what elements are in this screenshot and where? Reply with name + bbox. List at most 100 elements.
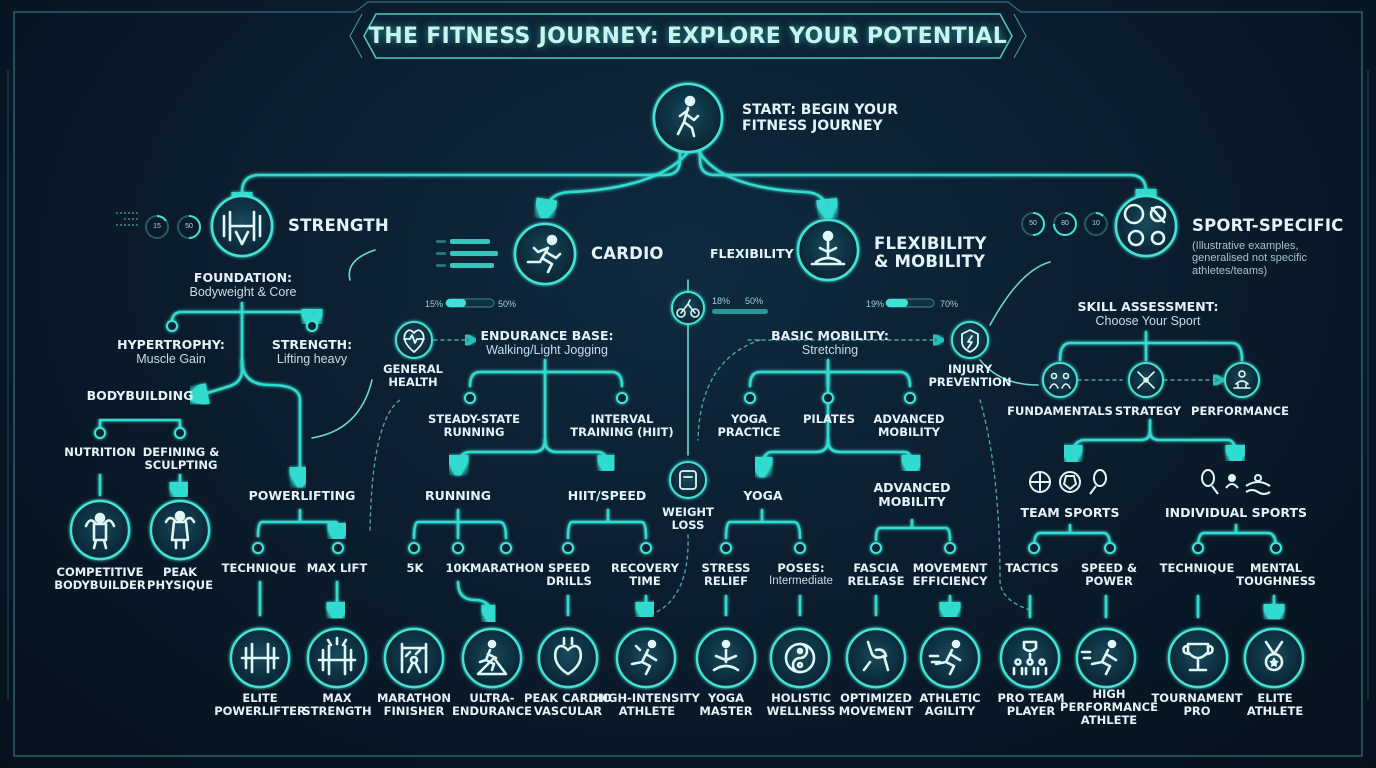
hi-athlete-node: [615, 627, 677, 689]
sports-balls-icon: [1123, 203, 1167, 247]
trophy-podium-icon: [1233, 370, 1251, 389]
lifting-label: STRENGTH:Lifting heavy: [271, 337, 353, 367]
walking-person-icon: [676, 95, 700, 138]
start-node: [652, 82, 724, 154]
ultra-node: [461, 627, 523, 689]
anatomical-heart-icon: [553, 636, 583, 676]
peak-cardio-node: [537, 627, 599, 689]
high-perf-node: [1075, 627, 1137, 689]
hiit-label: HIIT/SPEED: [567, 488, 647, 503]
bodybuilder-icon: [84, 512, 116, 550]
strength-rings: [116, 212, 201, 239]
flexibility-title: FLEXIBILITY& MOBILITY: [874, 234, 987, 272]
strategy-icon: [1137, 371, 1155, 389]
individual-sports-label: INDIVIDUAL SPORTS: [1165, 505, 1307, 520]
nutrition-label: NUTRITION: [64, 445, 136, 459]
mountain-runner-icon: [476, 639, 508, 676]
center-cycle-node: [671, 291, 705, 325]
sport-node: [1114, 194, 1178, 258]
strategy-label: STRATEGY: [1114, 404, 1182, 418]
physique-icon: [164, 510, 196, 550]
lotus-pose-icon: [810, 230, 846, 266]
peak-physique-node: [149, 499, 211, 561]
technique-label: TECHNIQUE: [221, 561, 297, 575]
weight-loss-node: [669, 461, 707, 499]
speed-power-label: SPEED &POWER: [1080, 561, 1138, 588]
cardio-speed-bars: [436, 239, 498, 268]
fundamentals-label: FUNDAMENTALS: [1007, 404, 1113, 418]
agility-runner-icon: [928, 639, 962, 676]
marathon-label: MARATHON: [469, 561, 545, 575]
defining-label: DEFINING &SCULPTING: [142, 445, 220, 472]
powerlifting-label: POWERLIFTING: [248, 488, 356, 503]
bodybuilding-label: BODYBUILDING: [86, 388, 194, 403]
performance-label: PERFORMANCE: [1191, 404, 1289, 418]
competitive-node: [69, 499, 131, 561]
barbell-icon: [240, 642, 280, 674]
foundation-label: FOUNDATION:Bodyweight & Core: [189, 270, 297, 300]
sport-note: (Illustrative examples,generalised not s…: [1192, 240, 1307, 277]
ultra-label: ULTRA-ENDURANCE: [451, 691, 533, 718]
dumbbell-icon: [222, 210, 262, 246]
sport-rings: [1021, 212, 1108, 236]
cycle-icon: [676, 299, 700, 318]
people-icon: [1049, 372, 1071, 389]
10k-label: 10K: [445, 561, 471, 575]
flexibility-side-label: FLEXIBILITY: [710, 246, 794, 261]
heart-icon: [403, 329, 425, 353]
meditation-icon: [712, 639, 740, 672]
shield-icon: [961, 329, 979, 353]
finish-line-icon: [400, 642, 428, 674]
team-sports-balls-icon: [1029, 469, 1107, 495]
sprinter-icon: [630, 639, 658, 676]
max-strength-node: [306, 627, 368, 689]
title-banner: [349, 13, 1027, 59]
yoga-label: YOGA: [743, 488, 783, 503]
skill-assessment-label: SKILL ASSESSMENT:Choose Your Sport: [1077, 299, 1219, 329]
sport-title: SPORT-SPECIFIC: [1192, 216, 1344, 235]
yin-yang-icon: [784, 642, 816, 674]
5k-label: 5K: [406, 561, 424, 575]
sport-technique-label: TECHNIQUE: [1159, 561, 1235, 575]
hypertrophy-label: HYPERTROPHY:Muscle Gain: [117, 337, 225, 367]
performance-node: [1224, 362, 1260, 398]
individual-sports-icon: [1201, 469, 1271, 495]
poses-label: POSES:Intermediate: [769, 561, 833, 587]
basic-mobility-label: BASIC MOBILITY:Stretching: [771, 328, 889, 358]
scale-icon: [679, 470, 697, 490]
strength-title: STRENGTH: [288, 216, 389, 235]
speed-athlete-icon: [1080, 639, 1118, 676]
team-sports-label: TEAM SPORTS: [1020, 505, 1120, 520]
progress-bars: [445, 298, 935, 314]
runner-icon: [526, 234, 562, 274]
fundamentals-node: [1042, 362, 1078, 398]
tactics-label: TACTICS: [1005, 561, 1059, 575]
team-trophy-icon: [1012, 640, 1048, 676]
knee-joint-icon: [862, 640, 890, 672]
agility-node: [919, 627, 981, 689]
